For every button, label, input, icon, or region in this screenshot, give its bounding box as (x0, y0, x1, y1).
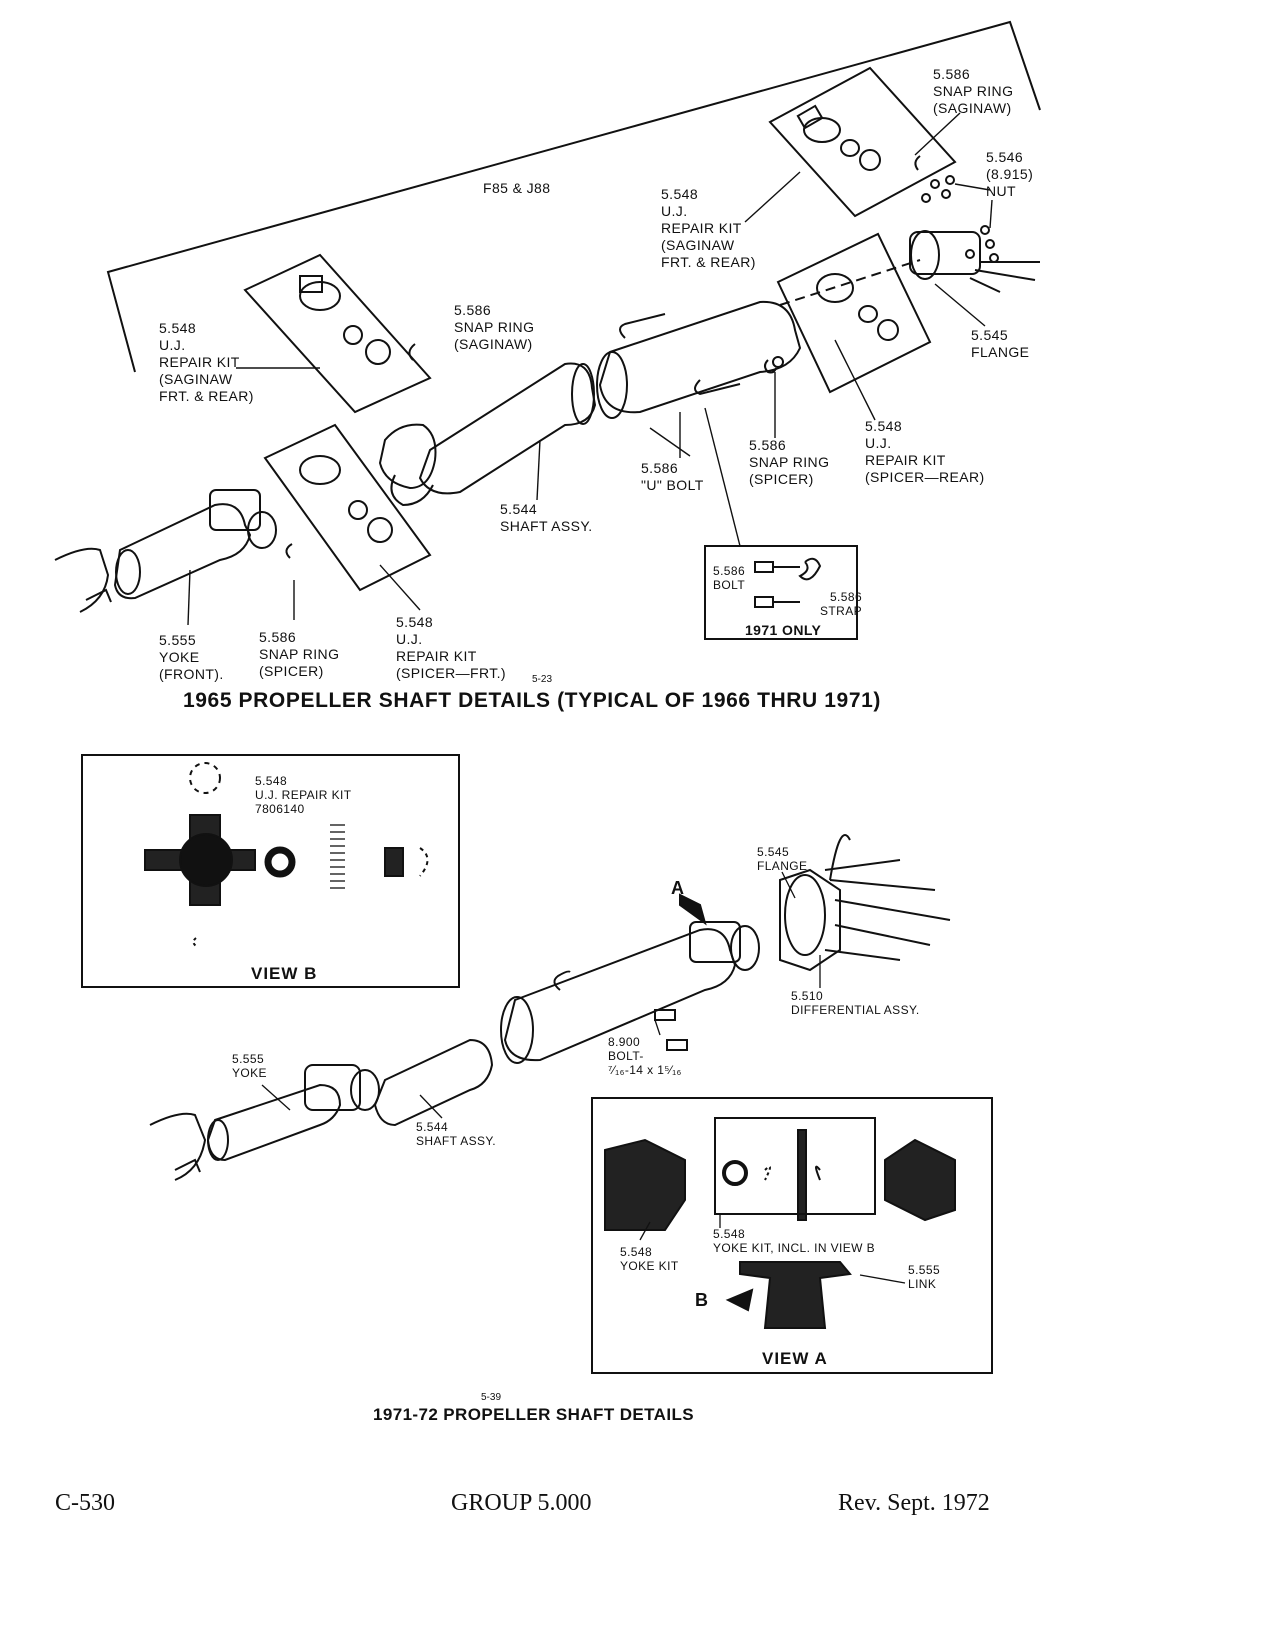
figure-number-top: 5-23 (532, 674, 553, 685)
application-label: F85 & J88 (483, 180, 551, 196)
label-snap-ring-spicer-left: 5.586 SNAP RING (SPICER) (259, 629, 340, 679)
arrow-a (679, 893, 707, 926)
label-nut: 5.546 (8.915) NUT (986, 149, 1034, 199)
uj-kit-box-spicer-rear (776, 232, 932, 394)
label-yoke-kit: 5.548 YOKE KIT (620, 1245, 679, 1273)
label-flange-top: 5.545 FLANGE (971, 327, 1030, 360)
caption-top: 1965 PROPELLER SHAFT DETAILS (TYPICAL OF… (183, 689, 881, 712)
label-yoke-kit-incl: 5.548 YOKE KIT, INCL. IN VIEW B (713, 1227, 876, 1255)
label-flange-bottom: 5.545 FLANGE (757, 845, 808, 873)
arrow-b-letter: B (695, 1290, 708, 1310)
footer-revision: Rev. Sept. 1972 (838, 1490, 990, 1516)
flange (909, 230, 1040, 293)
label-uj-kit-saginaw-right: 5.548 U.J. REPAIR KIT (SAGINAW FRT. & RE… (661, 186, 756, 270)
view-b-title: VIEW B (251, 964, 318, 983)
lower-flange-differential (779, 834, 951, 972)
uj-kit-box-saginaw-left (243, 253, 432, 414)
lower-front-shaft (149, 1038, 494, 1181)
label-yoke-bottom: 5.555 YOKE (232, 1052, 267, 1080)
label-uj-kit-spicer-front: 5.548 U.J. REPAIR KIT (SPICER—FRT.) (396, 614, 506, 681)
arrow-a-letter: A (671, 878, 684, 898)
uj-kit-box-spicer-front (263, 423, 432, 592)
label-u-bolt: 5.586 "U" BOLT (641, 460, 704, 493)
inset-strap-label: 5.586 STRAP (820, 590, 863, 618)
inset-bolt-label: 5.586 BOLT (713, 564, 746, 592)
footer-page-number: C-530 (55, 1490, 115, 1516)
lower-bolts (654, 1009, 688, 1051)
label-yoke-front: 5.555 YOKE (FRONT). (159, 632, 224, 682)
figure-number-bottom: 5-39 (481, 1392, 502, 1403)
caption-bottom: 1971-72 PROPELLER SHAFT DETAILS (373, 1405, 694, 1424)
label-uj-kit-spicer-rear: 5.548 U.J. REPAIR KIT (SPICER—REAR) (865, 418, 985, 485)
application-bracket (106, 20, 1041, 373)
snap-ring-spicer-right (764, 359, 777, 374)
label-snap-ring-spicer-right: 5.586 SNAP RING (SPICER) (749, 437, 830, 487)
label-snap-ring-saginaw-mid: 5.586 SNAP RING (SAGINAW) (454, 302, 535, 352)
view-a-box (591, 1097, 993, 1374)
inset-title: 1971 ONLY (745, 622, 822, 638)
uj-kit-box-saginaw-right (768, 66, 957, 218)
label-shaft-assy-top: 5.544 SHAFT ASSY. (500, 501, 593, 534)
label-shaft-assy-bottom: 5.544 SHAFT ASSY. (416, 1120, 496, 1148)
view-b-label: 5.548 U.J. REPAIR KIT 7806140 (255, 774, 352, 816)
main-shaft (378, 362, 597, 507)
arrow-b (725, 1288, 754, 1312)
label-bolt-bottom: 8.900 BOLT- ⁷⁄₁₆-14 x 1⁵⁄₁₆ (608, 1035, 682, 1077)
footer-group: GROUP 5.000 (451, 1490, 592, 1516)
inset-1971-only (704, 545, 858, 640)
view-a-title: VIEW A (762, 1349, 828, 1368)
view-b-box (81, 754, 460, 988)
label-snap-ring-saginaw-rear: 5.586 SNAP RING (SAGINAW) (933, 66, 1014, 116)
nuts (921, 175, 999, 263)
snap-ring-spicer-left (285, 543, 293, 559)
rear-tube (596, 300, 802, 419)
label-uj-kit-saginaw-left: 5.548 U.J. REPAIR KIT (SAGINAW FRT. & RE… (159, 320, 254, 404)
lower-rear-shaft (500, 921, 760, 1064)
label-differential: 5.510 DIFFERENTIAL ASSY. (791, 989, 920, 1017)
label-link: 5.555 LINK (908, 1263, 941, 1291)
front-yoke (54, 489, 277, 613)
